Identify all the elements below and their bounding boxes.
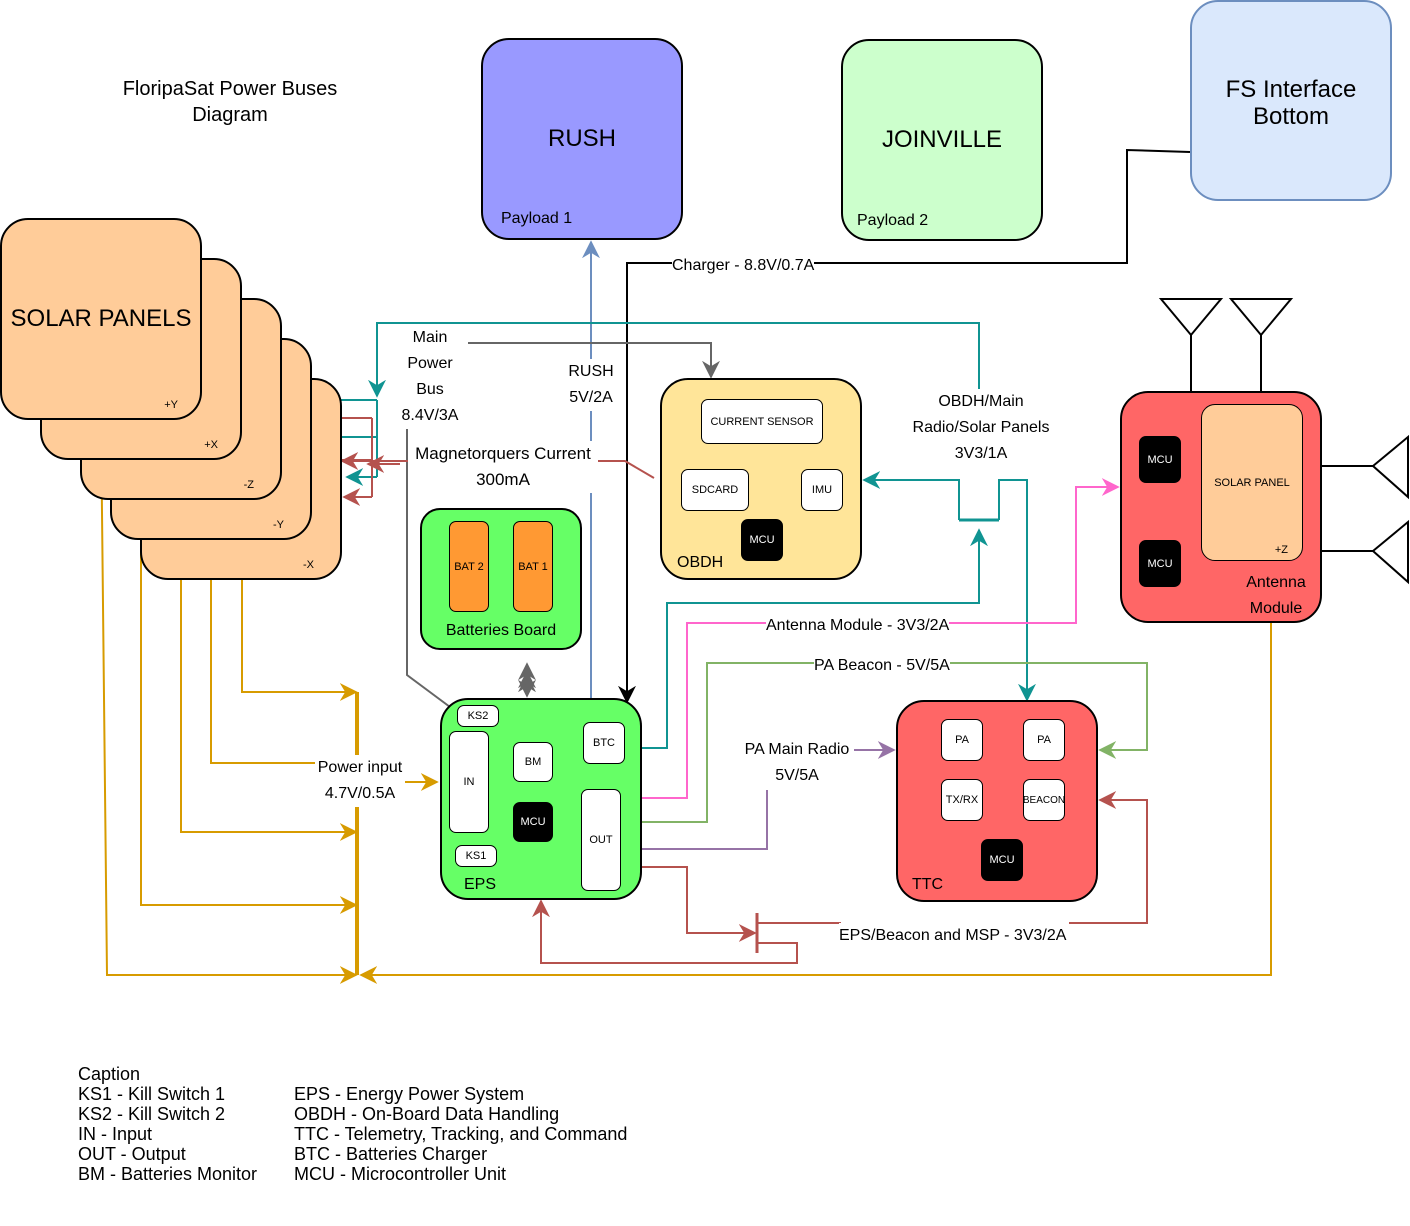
battery-2: BAT 2 — [449, 521, 489, 612]
batteries-board: BAT 2 BAT 1 Batteries Board — [420, 508, 582, 650]
batteries-monitor: BM — [513, 742, 553, 782]
kill-switch-1: KS1 — [455, 845, 497, 867]
eps-module: KS2 IN BM MCU BTC OUT KS1 EPS — [440, 698, 642, 900]
ttc-pa-beacon: PA — [1023, 719, 1065, 761]
obdh-module: CURRENT SENSOR SDCARD IMU MCU OBDH — [660, 378, 862, 580]
main-bus-line — [406, 428, 451, 708]
pa-main-line — [641, 790, 768, 850]
pa-beacon-label: PA Beacon - 5V/5A — [814, 653, 950, 679]
ttc-txrx: TX/RX — [941, 779, 983, 821]
eps-beacon-line — [641, 866, 757, 942]
eps-beacon-label: EPS/Beacon and MSP - 3V3/2A — [839, 923, 1067, 949]
solar-panel-plus-y: SOLAR PANELS +Y — [0, 218, 202, 420]
battery-1: BAT 1 — [513, 521, 553, 612]
main-bus-obdh-line — [468, 342, 720, 379]
ttc-pa-main: PA — [941, 719, 983, 761]
joinville-payload: JOINVILLE Payload 2 — [841, 39, 1043, 241]
ttc-mcu: MCU — [981, 839, 1023, 881]
ttc-module: PA PA TX/RX BEACON MCU TTC — [896, 700, 1098, 902]
charger-line — [618, 148, 1191, 704]
antenna-solar-panel: SOLAR PANEL +Z — [1201, 404, 1303, 561]
eps-output: OUT — [581, 789, 621, 891]
sdcard: SDCARD — [681, 469, 749, 511]
eps-mcu: MCU — [513, 802, 553, 842]
antenna-mcu-2: MCU — [1139, 540, 1181, 587]
ttc-beacon: BEACON — [1023, 779, 1065, 821]
eps-input: IN — [449, 731, 489, 833]
rush-payload: RUSH Payload 1 — [481, 38, 683, 240]
batteries-charger: BTC — [583, 722, 625, 764]
obdh-bus-line — [641, 528, 988, 749]
antenna-bus-label: Antenna Module - 3V3/2A — [766, 613, 950, 639]
antenna-mcu-1: MCU — [1139, 436, 1181, 483]
charger-label: Charger - 8.8V/0.7A — [672, 253, 815, 279]
current-sensor: CURRENT SENSOR — [701, 399, 823, 444]
kill-switch-2: KS2 — [457, 705, 499, 727]
obdh-mcu: MCU — [741, 519, 783, 561]
imu: IMU — [801, 469, 843, 511]
antenna-symbols — [1158, 298, 1409, 585]
